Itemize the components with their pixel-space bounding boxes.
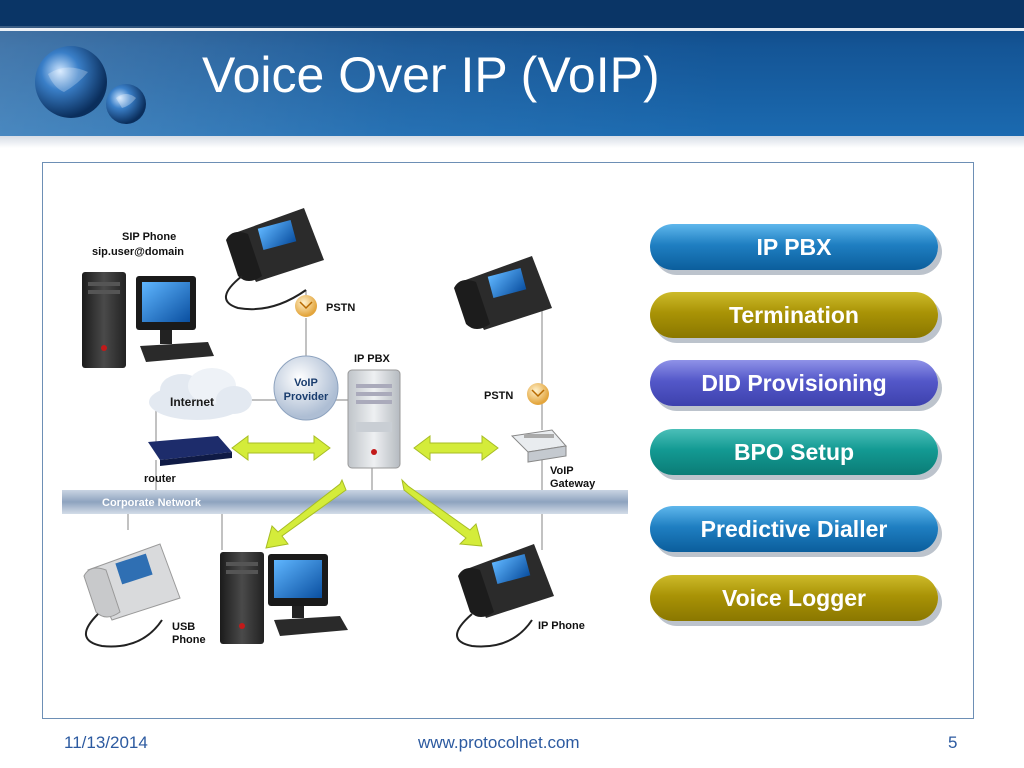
corporate-network-band bbox=[62, 490, 628, 514]
page-title: Voice Over IP (VoIP) bbox=[202, 47, 660, 103]
globe-logo-icon bbox=[35, 46, 146, 124]
did-provisioning-button[interactable]: DID Provisioning bbox=[650, 360, 938, 406]
voip-network-diagram: Corporate Network SIP Phone sip.user@dom… bbox=[62, 208, 628, 648]
internet-cloud-icon bbox=[149, 368, 252, 420]
arrow-pbx-pc bbox=[265, 478, 347, 549]
desk-phone-right bbox=[454, 256, 552, 330]
bottom-computer bbox=[220, 552, 348, 644]
voip-provider-label-2: Provider bbox=[284, 391, 329, 403]
footer-url[interactable]: www.protocolnet.com bbox=[418, 733, 580, 752]
arrow-router-pbx bbox=[231, 435, 331, 461]
sip-phone-label: SIP Phone bbox=[122, 231, 176, 243]
usb-phone-label-1: USB bbox=[172, 621, 195, 633]
arrow-pbx-gateway bbox=[413, 435, 499, 461]
usb-phone-icon bbox=[83, 543, 181, 648]
voip-gateway-icon bbox=[510, 429, 567, 463]
predictive-dialler-button[interactable]: Predictive Dialler bbox=[650, 506, 938, 552]
termination-button[interactable]: Termination bbox=[650, 292, 938, 338]
internet-label: Internet bbox=[170, 395, 214, 409]
sip-phone-computer bbox=[82, 272, 214, 368]
voip-gateway-label-2: Gateway bbox=[550, 478, 596, 490]
ip-phone-label: IP Phone bbox=[538, 620, 585, 632]
ip-phone-bottom-icon bbox=[456, 544, 554, 648]
desk-phone-top bbox=[225, 208, 324, 311]
arrow-pbx-ipphone bbox=[401, 478, 483, 547]
pstn-left-label: PSTN bbox=[326, 302, 355, 314]
router-label: router bbox=[144, 473, 177, 485]
footer-date: 11/13/2014 bbox=[64, 733, 148, 752]
footer-page-number: 5 bbox=[948, 733, 958, 752]
pstn-right-icon bbox=[527, 383, 549, 405]
sip-address-label: sip.user@domain bbox=[92, 246, 184, 258]
pstn-right-label: PSTN bbox=[484, 390, 513, 402]
router-icon bbox=[148, 436, 232, 466]
ip-pbx-label: IP PBX bbox=[354, 353, 391, 365]
header-top-band bbox=[0, 0, 1024, 28]
header-sheen bbox=[0, 26, 1024, 136]
pstn-left-icon bbox=[295, 295, 317, 317]
header-shadow-band bbox=[0, 136, 1024, 148]
corporate-network-label: Corporate Network bbox=[102, 497, 202, 509]
slide-header bbox=[0, 0, 1024, 136]
voip-provider-label-1: VoIP bbox=[294, 377, 318, 389]
ip-pbx-server bbox=[347, 369, 401, 469]
bpo-setup-button[interactable]: BPO Setup bbox=[650, 429, 938, 475]
usb-phone-label-2: Phone bbox=[172, 634, 206, 646]
connection-arrows bbox=[231, 435, 499, 549]
ip-pbx-button[interactable]: IP PBX bbox=[650, 224, 938, 270]
voice-logger-button[interactable]: Voice Logger bbox=[650, 575, 938, 621]
voip-gateway-label-1: VoIP bbox=[550, 465, 574, 477]
header-divider-line bbox=[0, 28, 1024, 31]
voip-provider-icon bbox=[273, 355, 339, 421]
